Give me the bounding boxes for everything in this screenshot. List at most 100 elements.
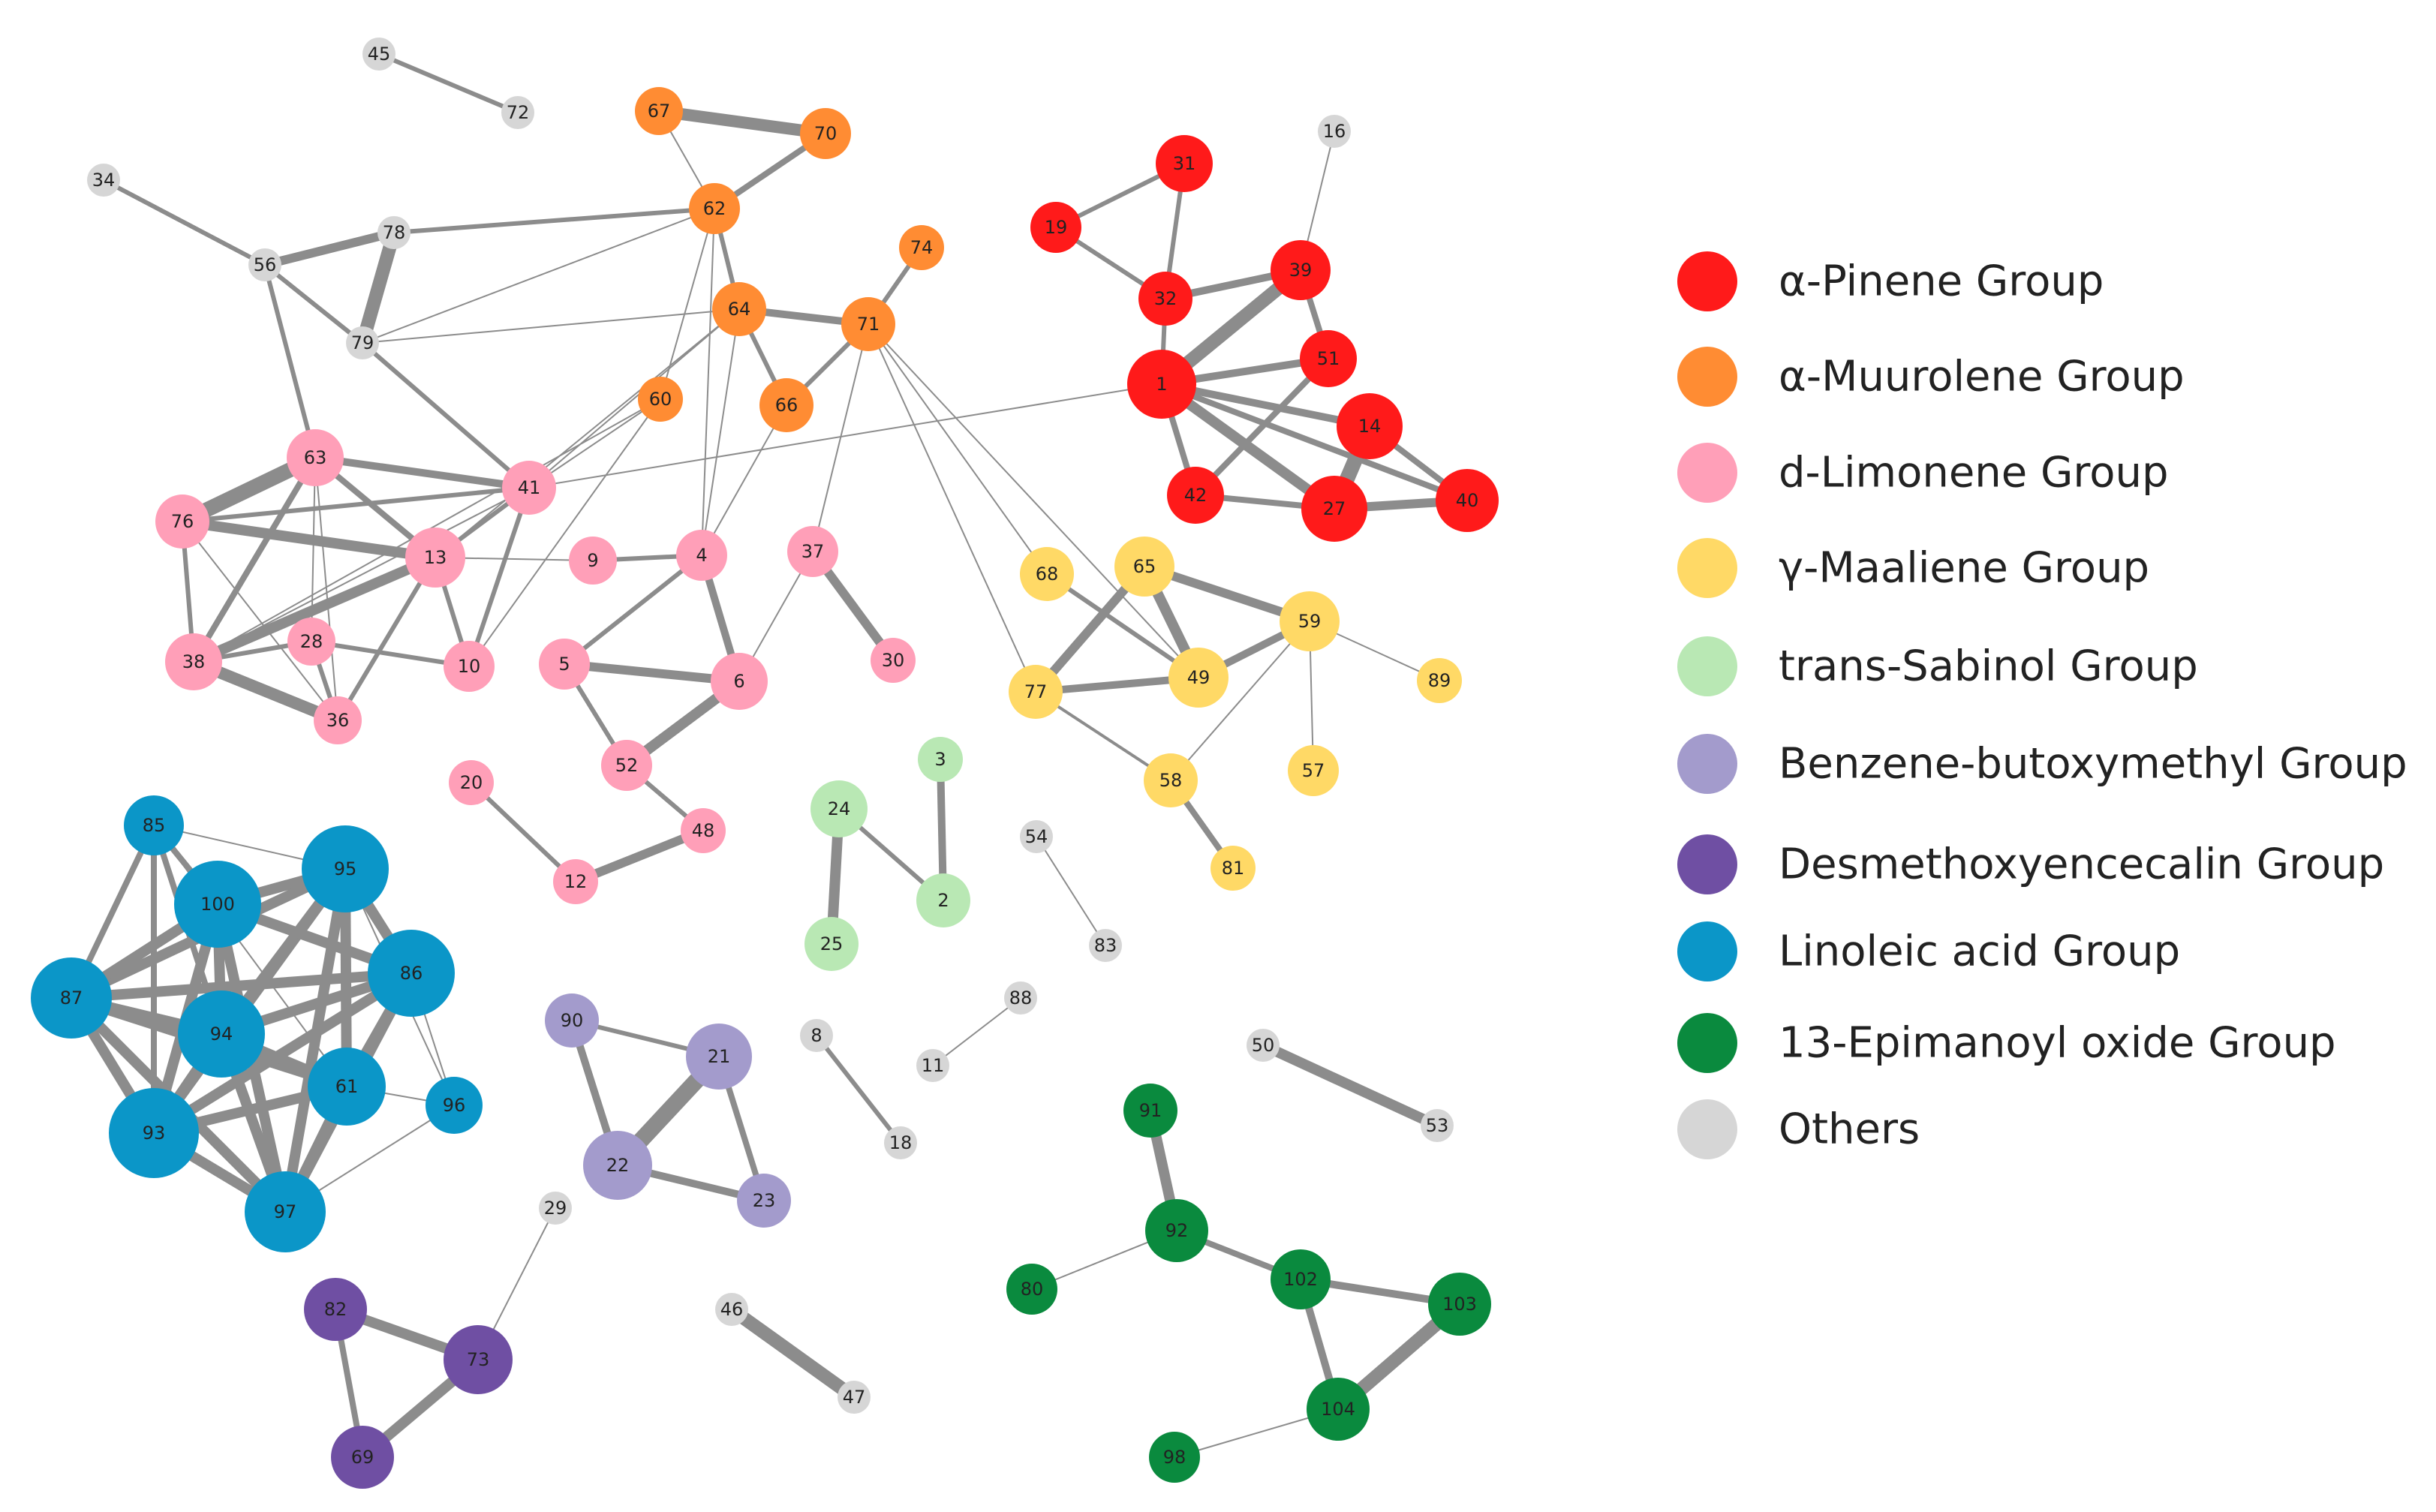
node-circle [884,1126,917,1159]
node-circle [1168,648,1229,708]
node-circle [502,461,556,515]
node-circle [1417,658,1462,703]
node-circle [174,861,261,948]
node-93: 93 [109,1088,199,1178]
node-circle [1210,846,1256,891]
node-circle [686,1024,752,1090]
node-label: 19 [1045,217,1068,238]
node-label: 87 [60,987,83,1009]
node-circle [1138,272,1192,326]
node-label: 29 [544,1198,567,1219]
node-circle [314,696,362,744]
edge-59-58 [1170,621,1310,781]
legend-item-desmethoxy: Desmethoxyencecalin Group [1677,834,2384,894]
node-label: 1 [1156,374,1167,395]
node-14: 14 [1337,393,1403,459]
node-label: 22 [606,1155,630,1176]
node-circle [1009,665,1063,719]
edge-1-27 [1156,379,1340,514]
node-20: 20 [449,760,494,805]
node-23: 23 [737,1174,791,1228]
node-label: 2 [937,890,949,911]
node-circle [1114,537,1174,597]
node-circle [1337,393,1403,459]
node-4: 4 [676,530,727,581]
node-circle [838,1381,871,1414]
node-37: 37 [787,526,838,577]
node-30: 30 [871,638,916,683]
edge-71-49 [868,323,1199,678]
node-circle [165,633,222,690]
node-label: 25 [820,933,844,954]
node-45: 45 [362,38,395,71]
legend-swatch [1677,538,1737,598]
node-label: 18 [889,1132,913,1153]
node-circle [368,930,455,1017]
node-label: 81 [1222,858,1245,879]
node-label: 71 [857,314,880,335]
node-5: 5 [539,639,590,690]
node-circle [715,1293,748,1326]
node-circle [1436,469,1499,532]
node-25: 25 [804,917,859,971]
legend-label: trans-Sabinol Group [1779,642,2198,691]
node-22: 22 [583,1131,652,1200]
node-circle [245,1171,326,1252]
node-label: 52 [615,755,639,776]
node-label: 48 [692,820,715,841]
node-3: 3 [918,737,963,782]
node-label: 56 [254,254,277,275]
node-67: 67 [635,87,683,135]
node-label: 8 [810,1025,822,1046]
node-label: 54 [1025,826,1048,847]
node-label: 88 [1009,987,1033,1009]
node-label: 45 [368,44,391,65]
node-label: 78 [383,222,406,243]
node-circle [287,429,344,486]
edge-76-41 [180,485,531,524]
node-circle [1145,1199,1208,1262]
legend-swatch [1677,636,1737,696]
node-circle [1271,240,1331,300]
node-circle [711,653,768,710]
node-68: 68 [1020,547,1074,601]
edge-88-11 [932,997,1021,1066]
node-circle [155,494,209,549]
node-10: 10 [444,641,495,692]
node-79: 79 [346,326,379,359]
node-circle [635,87,683,135]
node-circle [1030,202,1081,253]
node-label: 38 [182,651,206,672]
edge-56-79 [263,263,365,345]
node-53: 53 [1421,1109,1454,1142]
node-77: 77 [1009,665,1063,719]
node-label: 62 [703,198,726,219]
edge-13-36 [335,555,438,723]
node-circle [444,641,495,692]
node-11: 11 [916,1049,949,1082]
edge-63-41 [311,454,533,491]
edge-56-78 [260,228,398,269]
node-label: 6 [733,671,744,692]
legend-item-pinene: α-Pinene Group [1677,251,2104,311]
node-label: 37 [801,541,825,562]
node-circle [916,1049,949,1082]
node-66: 66 [759,378,814,432]
node-label: 9 [587,550,598,571]
node-label: 80 [1021,1279,1044,1300]
node-102: 102 [1271,1249,1331,1309]
node-54: 54 [1020,820,1053,853]
node-label: 28 [300,631,323,652]
edge-46-47 [725,1303,861,1404]
node-91: 91 [1123,1084,1177,1138]
node-circle [787,526,838,577]
node-100: 100 [174,861,261,948]
edge-79-41 [360,341,531,490]
node-74: 74 [899,225,944,270]
node-circle [1004,981,1037,1015]
node-circle [1318,115,1351,148]
node-81: 81 [1210,846,1256,891]
node-circle [1288,745,1339,796]
node-circle [1149,1432,1200,1483]
node-label: 14 [1358,416,1382,437]
